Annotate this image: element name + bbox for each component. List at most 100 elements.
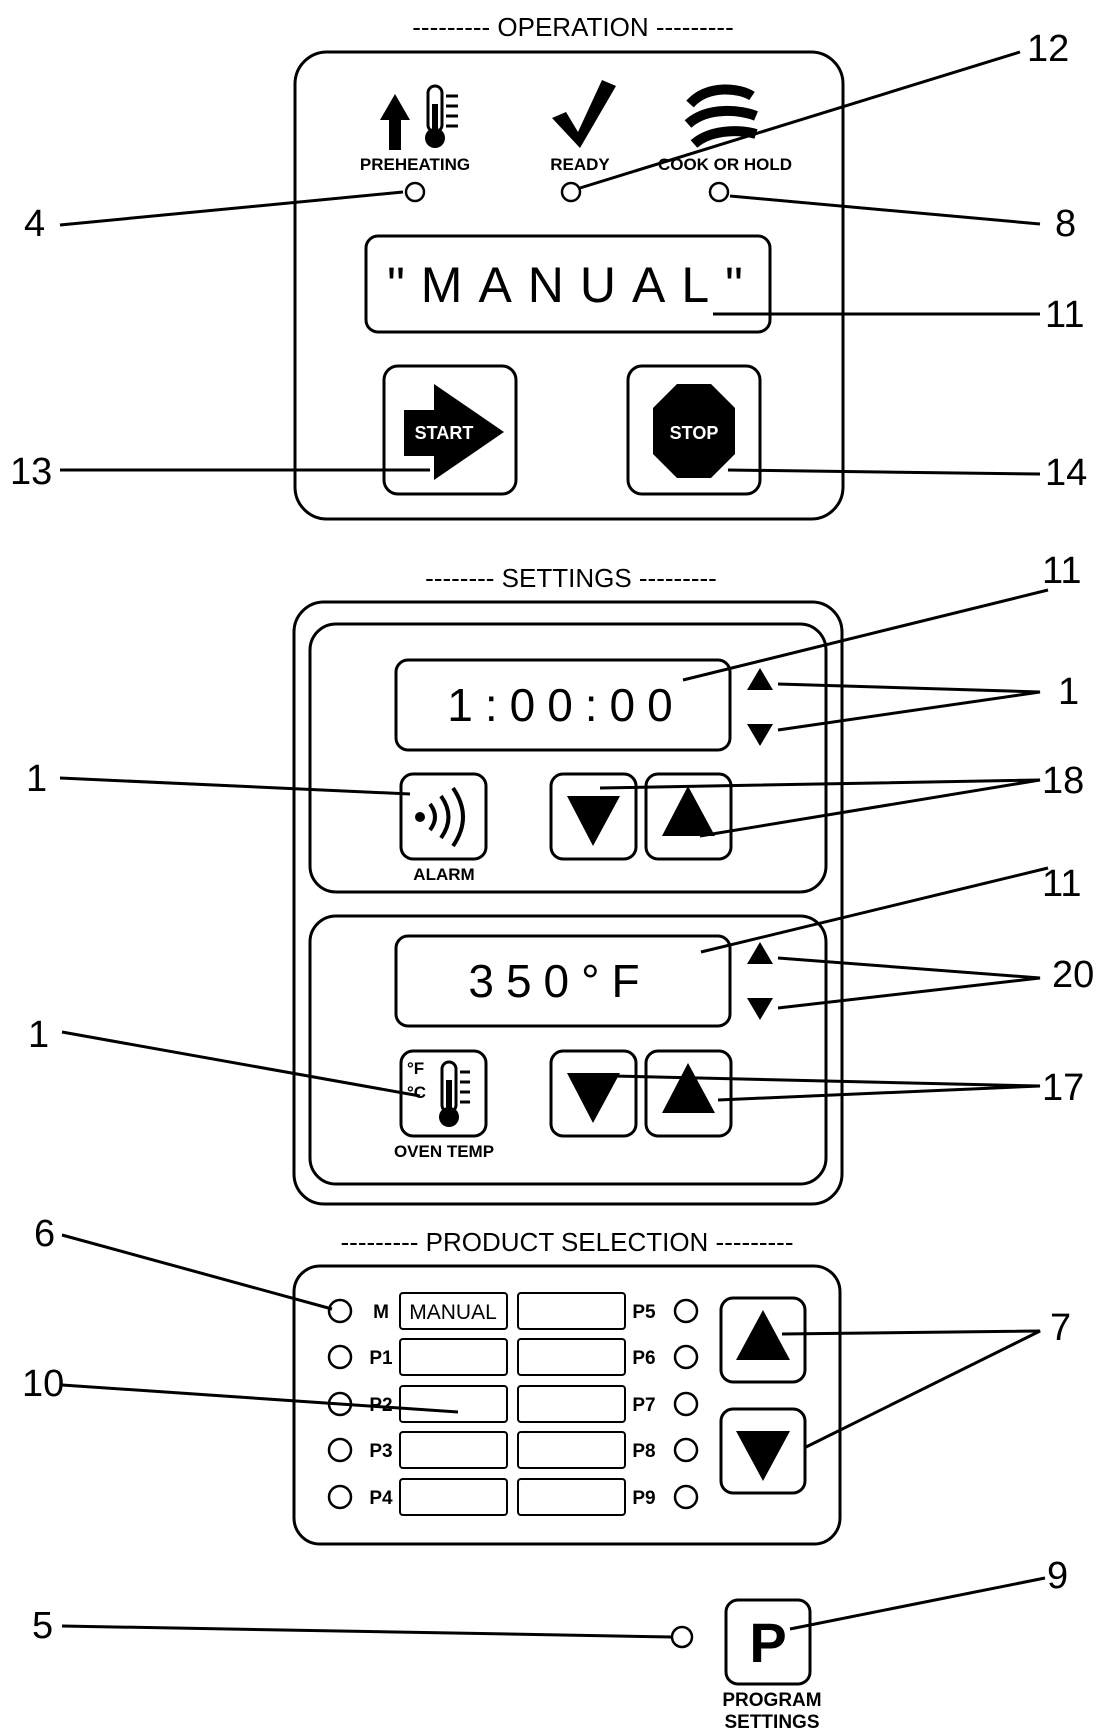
callout-11-operation: 11: [1045, 294, 1084, 336]
callout-13: 13: [10, 451, 52, 493]
temperature-display-text: 350°F: [468, 955, 651, 1007]
product-m-slot[interactable]: [399, 1292, 508, 1330]
product-p8-led: [673, 1437, 699, 1463]
callout-leader-lines: [59, 50, 1049, 1639]
preheating-icon: [380, 84, 458, 150]
product-m-led: [327, 1298, 353, 1324]
operation-display-text: "MANUAL": [387, 257, 759, 313]
leader-5: [61, 1624, 673, 1639]
stop-octagon-icon: [653, 384, 735, 478]
product-row-p9: P9: [517, 1478, 699, 1516]
cook-or-hold-label: COOK OR HOLD: [658, 155, 792, 174]
leader-4: [59, 190, 404, 227]
timer-subpanel: [308, 622, 828, 894]
product-p7-slot[interactable]: [517, 1385, 626, 1423]
alarm-button[interactable]: [399, 772, 488, 861]
temperature-display-up-indicator: [747, 942, 773, 964]
callout-4: 4: [24, 203, 45, 245]
callout-numbers: 4 12 8 11 13 14 11 1 1 18 11 20 1 17 6 1…: [10, 28, 1094, 1647]
timer-display: [394, 658, 732, 752]
cook-or-hold-heat-icon: [684, 84, 758, 149]
product-row-p7: P7: [517, 1385, 699, 1423]
leader-18: [599, 778, 1041, 838]
product-p9-slot[interactable]: [517, 1478, 626, 1516]
leader-17: [611, 1074, 1041, 1102]
product-p8-code: P8: [632, 1441, 655, 1462]
product-p6-slot[interactable]: [517, 1338, 626, 1376]
temperature-display: [394, 934, 732, 1028]
timer-display-down-indicator: [747, 724, 773, 746]
timer-down-arrow-icon: [567, 796, 620, 846]
operation-section-title: --------- OPERATION ---------: [412, 12, 734, 42]
product-p5-slot[interactable]: [517, 1292, 626, 1330]
callout-1-timer-arrows: 1: [1058, 671, 1079, 713]
product-p2-slot[interactable]: [399, 1385, 508, 1423]
product-p8-slot[interactable]: [517, 1431, 626, 1469]
product-p6-code: P6: [632, 1348, 655, 1369]
product-p4-slot[interactable]: [399, 1478, 508, 1516]
product-p5-code: P5: [632, 1302, 656, 1323]
leader-12: [579, 50, 1021, 190]
program-button-glyph: P: [749, 1611, 786, 1674]
product-row-p8: P8: [517, 1431, 699, 1469]
settings-panel: [292, 600, 844, 1206]
program-indicator-led: [670, 1625, 694, 1649]
product-right-column: P5 P6 P7 P8 P9: [517, 1292, 699, 1516]
callout-11-timer: 11: [1042, 550, 1081, 592]
temperature-subpanel: [308, 914, 828, 1186]
product-m-code: M: [373, 1302, 389, 1323]
product-p7-led: [673, 1391, 699, 1417]
product-scroll-up-arrow-icon: [736, 1310, 790, 1360]
callout-18: 18: [1042, 760, 1084, 802]
callout-5: 5: [32, 1605, 53, 1647]
callout-14: 14: [1045, 452, 1087, 494]
program-settings-label-line1: PROGRAM: [722, 1690, 821, 1711]
alarm-sound-icon: [415, 786, 465, 848]
operation-display: [364, 234, 772, 334]
callout-6: 6: [34, 1213, 55, 1255]
product-p1-slot[interactable]: [399, 1338, 508, 1376]
temperature-display-down-indicator: [747, 998, 773, 1020]
preheating-indicator-led: [404, 181, 426, 203]
product-p4-led: [327, 1484, 353, 1510]
callout-1-alarm: 1: [26, 758, 47, 800]
unit-celsius-label: °C: [407, 1083, 426, 1102]
ready-indicator-led: [560, 181, 582, 203]
product-row-p1: P1: [327, 1338, 508, 1376]
callout-20: 20: [1052, 954, 1094, 996]
product-p3-led: [327, 1437, 353, 1463]
leader-1-timer-arrows: [777, 682, 1041, 732]
callout-7: 7: [1050, 1307, 1071, 1349]
leader-11-timer: [682, 588, 1049, 682]
product-p1-led: [327, 1344, 353, 1370]
leader-20: [777, 956, 1041, 1010]
oven-temp-thermometer-icon: [439, 1060, 470, 1127]
leader-9: [789, 1576, 1046, 1631]
product-row-p5: P5: [517, 1292, 699, 1330]
leader-7: [781, 1329, 1041, 1450]
leader-1-oven-temp: [61, 1030, 421, 1098]
stop-button-label: STOP: [670, 423, 719, 443]
product-m-slot-label: MANUAL: [409, 1301, 497, 1324]
alarm-label: ALARM: [413, 865, 474, 884]
product-p5-led: [673, 1298, 699, 1324]
leader-14: [727, 468, 1041, 476]
callout-10: 10: [22, 1363, 64, 1405]
temperature-up-arrow-icon: [662, 1063, 715, 1113]
product-selection-section-title: --------- PRODUCT SELECTION ---------: [341, 1227, 794, 1257]
program-settings-button[interactable]: [724, 1598, 812, 1686]
leader-6: [61, 1233, 333, 1311]
callout-1-oven-temp: 1: [28, 1014, 49, 1056]
product-row-p3: P3: [327, 1431, 508, 1469]
leader-1-alarm: [59, 776, 411, 796]
ready-label: READY: [550, 155, 610, 174]
product-p3-slot[interactable]: [399, 1431, 508, 1469]
temperature-down-arrow-icon: [567, 1073, 620, 1123]
product-row-p6: P6: [517, 1338, 699, 1376]
settings-section-title: -------- SETTINGS ---------: [425, 563, 717, 593]
cook-or-hold-indicator-led: [708, 181, 730, 203]
oven-temp-label: OVEN TEMP: [394, 1142, 494, 1161]
product-left-column: M MANUAL P1 P2 P3 P4: [327, 1292, 508, 1516]
leader-10: [61, 1383, 459, 1414]
